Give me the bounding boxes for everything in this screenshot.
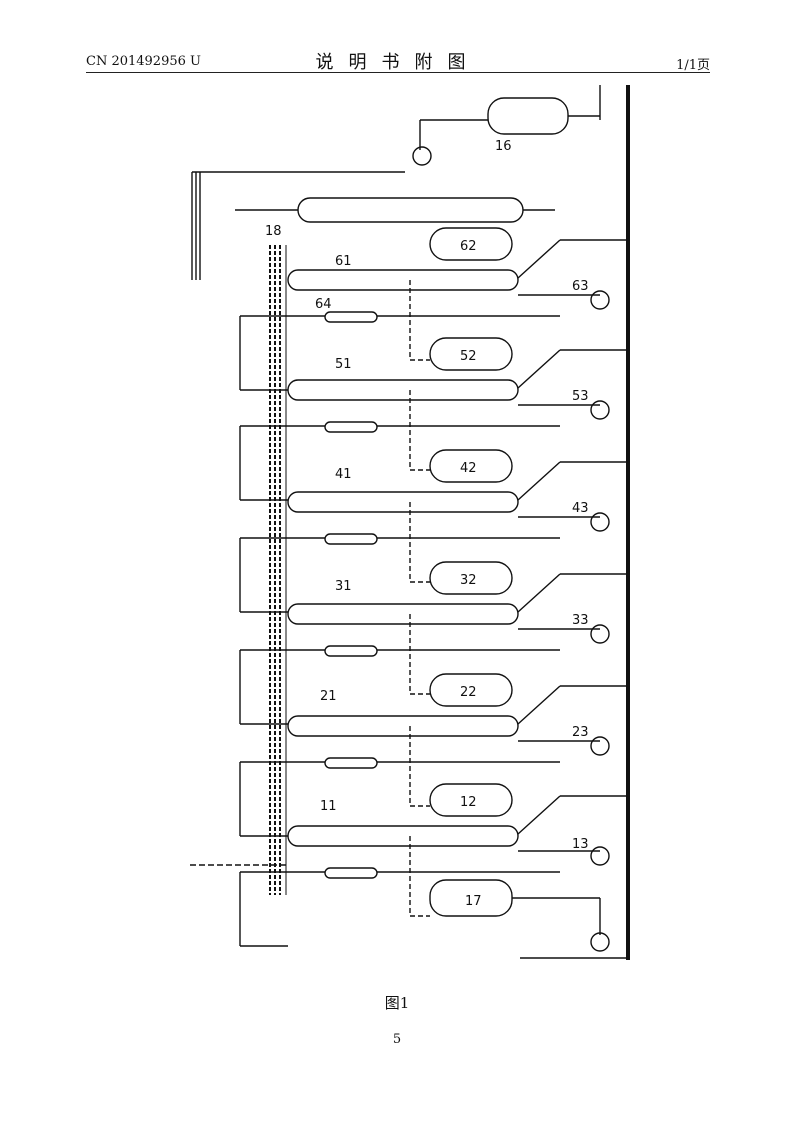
label-62: 62 — [460, 239, 477, 254]
label-61: 61 — [335, 254, 352, 269]
label-41: 41 — [335, 467, 352, 482]
label-63: 63 — [572, 279, 589, 294]
label-23: 23 — [572, 725, 589, 740]
label-52: 52 — [460, 349, 477, 364]
label-13: 13 — [572, 837, 589, 852]
process-flow-diagram: 16 18 61 62 63 64 51 52 53 41 42 43 31 3… — [190, 85, 630, 960]
label-43: 43 — [572, 501, 589, 516]
label-64: 64 — [315, 297, 332, 312]
patent-number: CN 201492956 U — [86, 54, 201, 69]
label-18: 18 — [265, 224, 282, 239]
label-16: 16 — [495, 139, 512, 154]
label-11: 11 — [320, 799, 337, 814]
label-17: 17 — [465, 894, 482, 909]
page-header: CN 201492956 U 说明书附图 1/1页 — [86, 46, 710, 73]
label-51: 51 — [335, 357, 352, 372]
label-32: 32 — [460, 573, 477, 588]
label-33: 33 — [572, 613, 589, 628]
label-12: 12 — [460, 795, 477, 810]
figure-caption: 图1 — [384, 994, 410, 1012]
document-title: 说明书附图 — [315, 52, 481, 73]
page-count: 1/1页 — [676, 58, 710, 73]
label-31: 31 — [335, 579, 352, 594]
label-21: 21 — [320, 689, 337, 704]
label-42: 42 — [460, 461, 477, 476]
page-number: 5 — [392, 1032, 402, 1047]
label-53: 53 — [572, 389, 589, 404]
label-22: 22 — [460, 685, 477, 700]
